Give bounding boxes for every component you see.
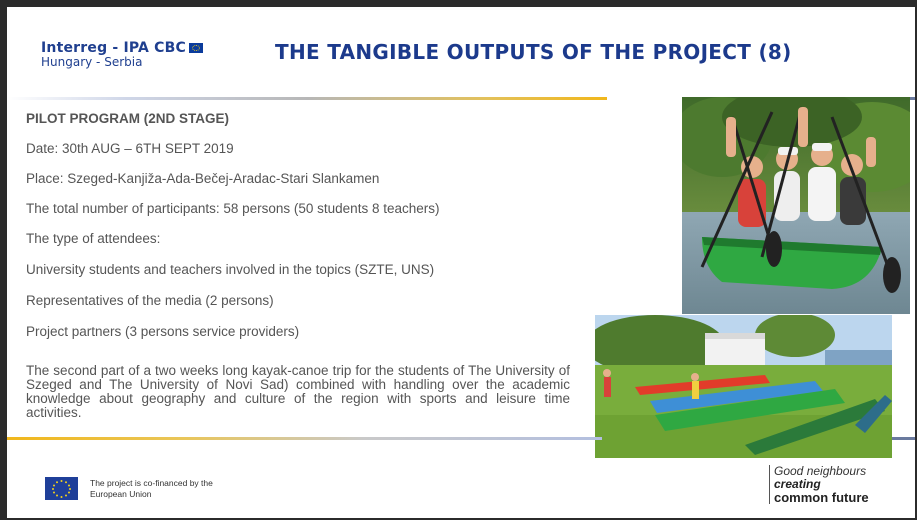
logo-line1: Interreg - IPA CBC	[41, 40, 186, 56]
logo-line2: Hungary - Serbia	[41, 55, 143, 69]
slogan-line2: creating	[774, 477, 821, 491]
slogan-line1: Good neighbours	[774, 464, 867, 478]
slogan-line3: common future	[774, 490, 869, 505]
program-heading: PILOT PROGRAM (2ND STAGE)	[26, 111, 230, 126]
date-line: Date: 30th AUG – 6TH SEPT 2019	[26, 141, 234, 156]
eu-flag-icon	[45, 477, 78, 500]
attendees-students-line: University students and teachers involve…	[26, 262, 435, 277]
interreg-logo: Interreg - IPA CBC Hungary - Serbia	[41, 40, 203, 69]
attendees-type-line: The type of attendees:	[26, 231, 161, 246]
slogan: Good neighbours creating common future	[769, 465, 869, 504]
bottom-divider-right	[892, 437, 915, 440]
attendees-partners-line: Project partners (3 persons service prov…	[26, 324, 300, 339]
eu-line2: European Union	[90, 489, 152, 499]
slide: Interreg - IPA CBC Hungary - Serbia THE …	[7, 7, 915, 518]
place-line: Place: Szeged-Kanjiža-Ada-Bečej-Aradac-S…	[26, 171, 380, 186]
canoes-on-shore-photo	[595, 315, 892, 458]
canoe-paddlers-photo	[682, 97, 910, 314]
attendees-media-line: Representatives of the media (2 persons)	[26, 293, 274, 308]
top-divider	[7, 97, 607, 100]
participants-line: The total number of participants: 58 per…	[26, 201, 440, 216]
eu-line1: The project is co-financed by the	[90, 478, 213, 488]
bottom-divider	[7, 437, 602, 440]
slide-title: THE TANGIBLE OUTPUTS OF THE PROJECT (8)	[275, 40, 792, 64]
eu-cofinance-text: The project is co-financed by the Europe…	[90, 478, 213, 500]
description-paragraph: The second part of a two weeks long kaya…	[26, 363, 570, 420]
eu-flag-icon	[188, 43, 203, 53]
